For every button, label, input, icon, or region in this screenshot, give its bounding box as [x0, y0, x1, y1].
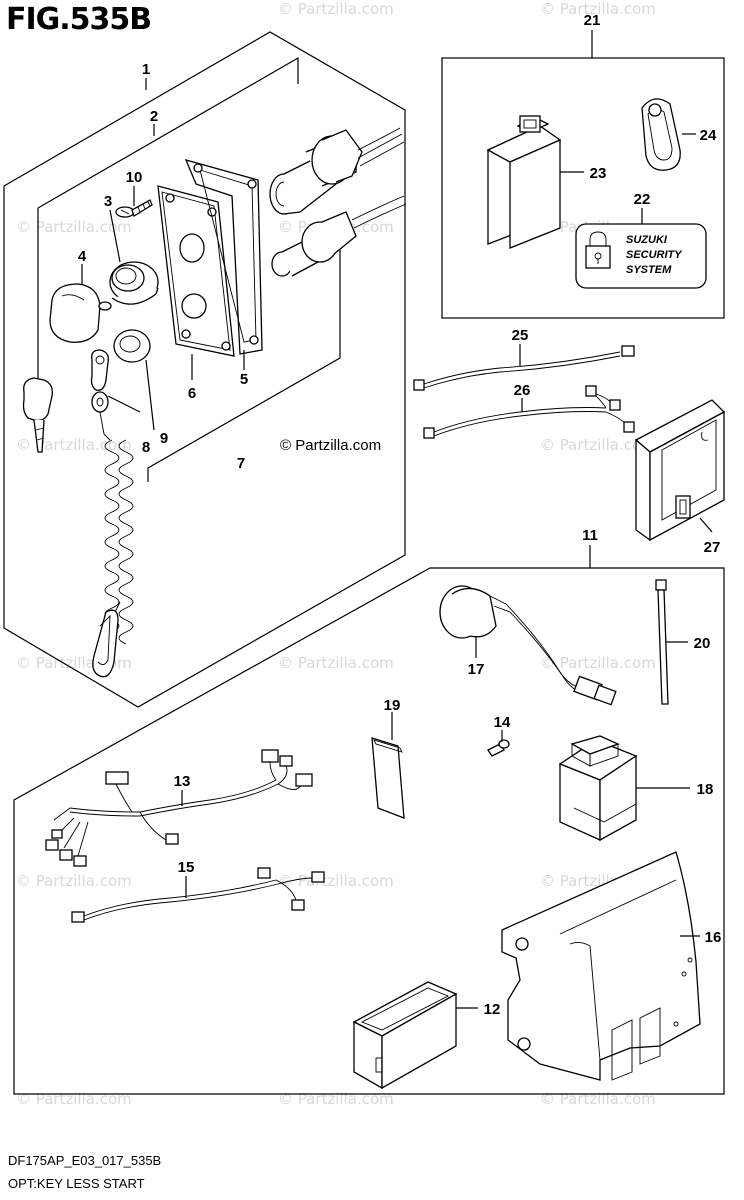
callout-21: 21 [584, 12, 601, 29]
watermark: © Partzilla.com [278, 1090, 394, 1108]
callout-27: 27 [704, 539, 721, 556]
leader-line [699, 517, 713, 533]
callout-5: 5 [240, 371, 248, 388]
callout-16: 16 [705, 929, 722, 946]
part-gasket [184, 159, 263, 355]
part-security-sticker: SUZUKI SECURITY SYSTEM [575, 223, 707, 289]
part-instruction-card [371, 737, 405, 819]
part-key-fob [641, 98, 681, 171]
part-sensor-17 [439, 585, 617, 706]
callout-17: 17 [468, 661, 485, 678]
group-box-21 [441, 57, 725, 319]
watermark: © Partzilla.com [16, 218, 132, 236]
part-harness-26 [423, 385, 635, 439]
part-cable-tie [655, 579, 669, 705]
part-control-module [486, 115, 562, 249]
part-small-screw [487, 739, 510, 757]
watermark: © Partzilla.com [278, 654, 394, 672]
part-ecu [634, 399, 726, 542]
part-push-switch [271, 195, 407, 277]
callout-1: 1 [142, 61, 150, 78]
part-key-knob [49, 283, 112, 343]
callout-15: 15 [178, 859, 195, 876]
part-harness-13 [45, 749, 313, 867]
group-box-11 [13, 567, 725, 1095]
callout-12: 12 [484, 1001, 501, 1018]
figure-title: FIG.535B [6, 2, 152, 37]
part-harness-15 [71, 867, 325, 923]
callout-25: 25 [512, 327, 529, 344]
footer-model-code: DF175AP_E03_017_535B [8, 1153, 162, 1168]
callout-8: 8 [142, 439, 150, 456]
watermark: © Partzilla.com [16, 1090, 132, 1108]
callout-22: 22 [634, 191, 651, 208]
group-box-2 [37, 56, 299, 209]
callout-11: 11 [582, 527, 598, 544]
watermark: © Partzilla.com [540, 0, 656, 18]
part-washer [113, 329, 151, 363]
group-box-1 [3, 31, 406, 708]
part-relay [558, 735, 638, 842]
watermark: © Partzilla.com [540, 1090, 656, 1108]
callout-14: 14 [494, 714, 511, 731]
callout-3: 3 [104, 193, 112, 210]
watermark: © Partzilla.com [540, 436, 656, 454]
watermark: © Partzilla.com [278, 0, 394, 18]
part-screw [115, 199, 153, 218]
watermark: © Partzilla.com [16, 872, 132, 890]
callout-4: 4 [78, 248, 87, 265]
callout-26: 26 [514, 382, 531, 399]
watermark: © Partzilla.com [540, 654, 656, 672]
callout-7: 7 [237, 455, 245, 472]
callout-13: 13 [174, 773, 191, 790]
leader-line [145, 359, 155, 431]
part-key [22, 377, 53, 453]
callout-layer: 1 2 3 4 5 6 7 8 9 10 11 12 13 14 15 16 1… [78, 12, 722, 1018]
callout-18: 18 [697, 781, 714, 798]
callout-24: 24 [700, 127, 717, 144]
callout-9: 9 [160, 430, 168, 447]
center-watermark: © Partzilla.com [280, 437, 381, 454]
part-switch-plate [157, 185, 235, 357]
callout-20: 20 [694, 635, 711, 652]
watermark: © Partzilla.com [278, 872, 394, 890]
part-lanyard [90, 349, 134, 678]
part-ring-nut [109, 261, 159, 305]
part-tray [352, 981, 458, 1090]
callout-6: 6 [188, 385, 196, 402]
footer-description: OPT:KEY LESS START [8, 1176, 145, 1191]
part-mount-bracket [501, 851, 701, 1081]
callout-19: 19 [384, 697, 401, 714]
leader-line [107, 395, 141, 413]
sticker-line-2: SECURITY [626, 249, 683, 261]
sticker-line-1: SUZUKI [626, 234, 668, 246]
leader-line [109, 209, 121, 263]
sticker-line-3: SYSTEM [626, 264, 672, 276]
callout-2: 2 [150, 108, 158, 125]
callout-23: 23 [590, 165, 607, 182]
callout-10: 10 [126, 169, 143, 186]
watermark: © Partzilla.com [16, 436, 132, 454]
part-harness-25 [413, 345, 635, 391]
bracket-7 [147, 214, 341, 482]
part-key-switch [269, 127, 405, 215]
